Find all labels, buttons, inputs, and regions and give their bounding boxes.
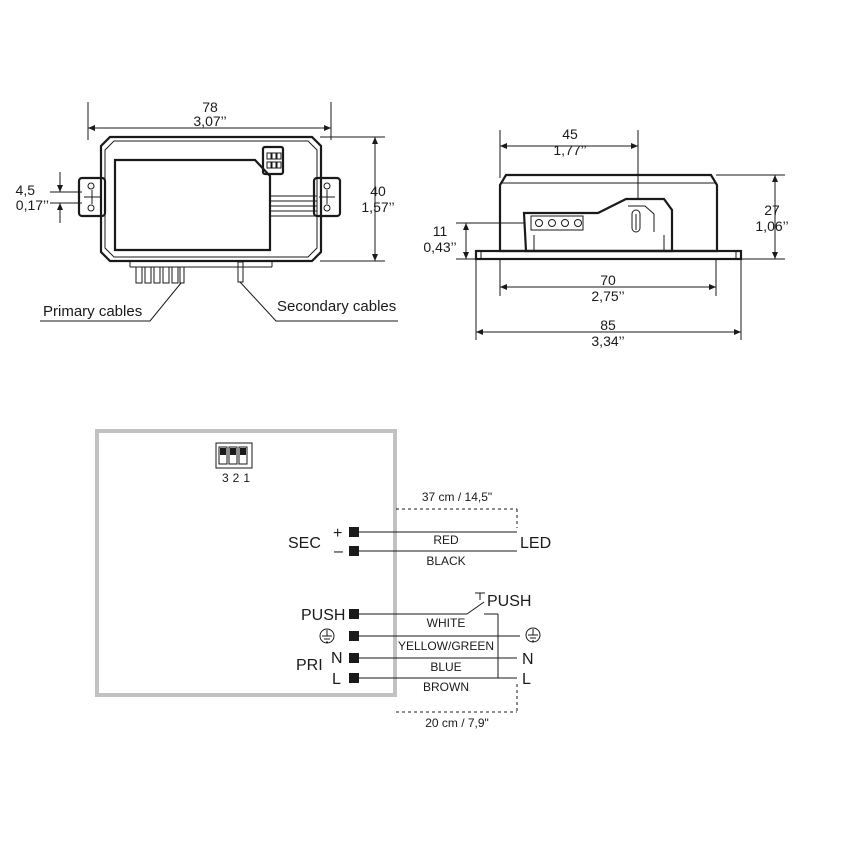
flange-in: 0,43’’ [423,239,456,255]
body-in: 2,75’’ [591,288,624,304]
pri-length-label: 20 cm / 7,9" [425,716,489,730]
wire-yellow-green-label: YELLOW/GREEN [398,639,494,653]
side-view-drawing [456,130,785,340]
wire-white-label: WHITE [427,616,466,630]
wire-red-label: RED [433,533,459,547]
top-height-mm: 40 [370,183,386,199]
hole-mm: 4,5 [16,182,36,198]
overall-in: 3,34’’ [591,333,624,349]
plus-label: + [333,525,342,542]
sec-label: SEC [288,535,321,552]
primary-cables-label: Primary cables [43,303,142,320]
terminal-earth [349,631,359,641]
earth-icon-left [319,628,335,644]
led-label: LED [520,535,551,552]
top-view-drawing [40,102,398,322]
body-mm: 70 [600,272,616,288]
side-height-in: 1,06’’ [755,218,788,234]
side-top-mm: 45 [562,126,578,142]
push-right-label: PUSH [487,593,531,610]
push-left-label: PUSH [301,607,345,624]
secondary-cables-label: Secondary cables [277,298,396,315]
terminal-push [349,609,359,619]
earth-icon-right [525,627,541,643]
terminal-n [349,653,359,663]
wire-blue-label: BLUE [430,660,461,674]
flange-mm: 11 [433,223,448,239]
terminal-l [349,673,359,683]
n-right-label: N [522,651,534,668]
l-left-label: L [332,671,341,688]
terminal-plus [349,527,359,537]
top-width-in: 3,07’’ [193,113,226,129]
pri-label: PRI [296,657,323,674]
hole-in: 0,17’’ [16,197,49,213]
overall-mm: 85 [600,317,616,333]
wire-brown-label: BROWN [423,680,469,694]
minus-label: – [334,543,343,560]
n-left-label: N [331,650,343,667]
wiring-diagram [95,429,541,713]
top-width-mm: 78 [202,99,218,115]
sec-length-label: 37 cm / 14,5" [422,490,492,504]
side-top-in: 1,77’’ [553,142,586,158]
driver-box [95,429,397,697]
top-height-in: 1,57’’ [361,199,394,215]
terminal-minus [349,546,359,556]
side-height-mm: 27 [764,202,780,218]
wire-black-label: BLACK [426,554,465,568]
l-right-label: L [522,671,531,688]
